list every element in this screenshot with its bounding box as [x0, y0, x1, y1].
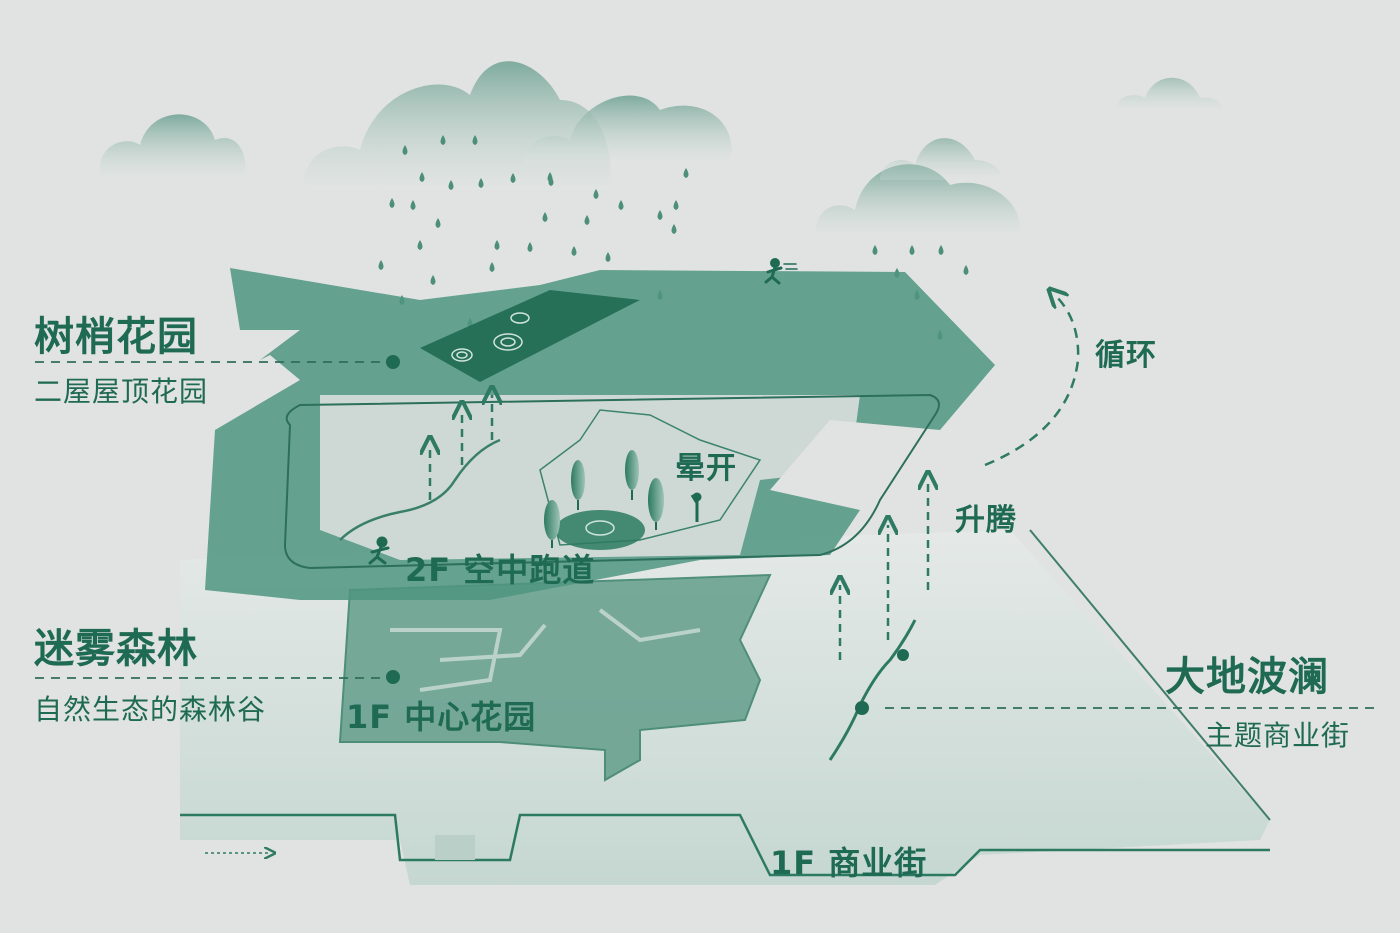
callout-forest-subtitle: 自然生态的森林谷 [34, 693, 267, 726]
cloud-icon [1115, 77, 1223, 112]
callout-forest-title: 迷雾森林 [34, 626, 198, 672]
callout-earth-subtitle: 主题商业街 [1205, 719, 1351, 752]
zone-rise-label: 升腾 [955, 503, 1017, 538]
slab-edge [1029, 529, 1271, 821]
stream [339, 438, 501, 541]
callout-treetop-title: 树梢花园 [34, 314, 198, 360]
stream [828, 619, 917, 761]
tree-icon [571, 460, 585, 510]
cycle-arrow [984, 295, 1080, 467]
ripple-icon [451, 312, 530, 362]
central-garden-slab [338, 573, 772, 782]
zone-skyway-label: 2F 空中跑道 [405, 551, 596, 589]
zone-commercial-street-label: 1F 商业街 [770, 844, 928, 882]
person-icon [690, 492, 702, 522]
tree-icon [544, 500, 560, 548]
tree-icon [648, 478, 664, 530]
commercial-street-outline [180, 813, 1270, 877]
callout-earth-title: 大地波澜 [1165, 654, 1329, 700]
cloud-icon [815, 164, 1021, 236]
tree-icon [625, 450, 639, 500]
cloud-icon [880, 138, 1001, 180]
rooftop-pond [420, 290, 640, 382]
runner-icon [368, 536, 390, 565]
runner-icon [764, 258, 798, 285]
cloud-icon [99, 114, 246, 178]
callout-treetop-subtitle: 二屋屋顶花园 [34, 375, 209, 408]
runway-track [283, 393, 940, 570]
ripple-icon [585, 520, 615, 536]
ripple-pond [555, 510, 645, 550]
cloud-icon [525, 95, 732, 163]
zone-central-garden-label: 1F 中心花园 [346, 698, 537, 736]
leader-lines [35, 361, 1375, 709]
cloud-icon [304, 61, 611, 190]
plaza [435, 835, 475, 860]
zone-cycle-label: 循环 [1095, 338, 1157, 373]
callout-dots [386, 355, 909, 715]
arrow-up-icon [430, 395, 928, 660]
zone-bloom-label: 晕开 [675, 451, 737, 486]
garden-paths [390, 608, 701, 692]
